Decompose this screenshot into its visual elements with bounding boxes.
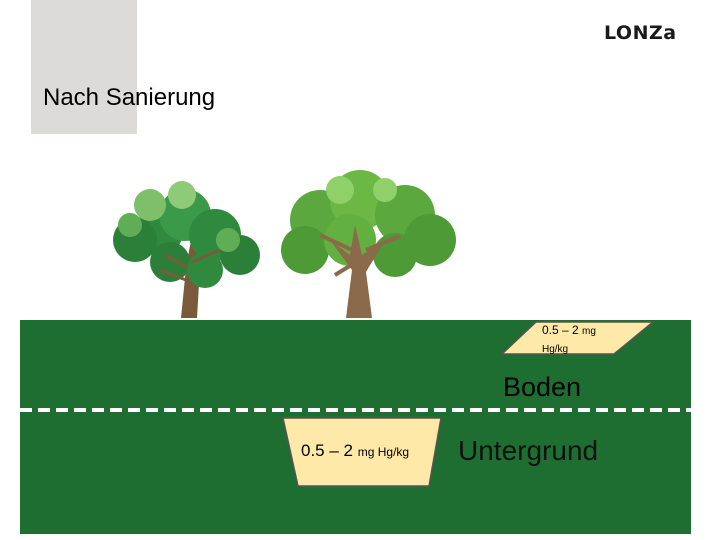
surface-patch-unit-mg: mg <box>582 326 596 337</box>
surface-patch-label: 0.5 – 2 mg Hg/kg <box>542 322 596 358</box>
subsoil-patch-label: 0.5 – 2 mg Hg/kg <box>301 441 409 461</box>
subsoil-patch-unit: mg Hg/kg <box>357 445 410 459</box>
tree-icon <box>113 181 260 318</box>
surface-contamination-patch <box>500 321 656 355</box>
lonza-logo: LONZa <box>604 22 677 44</box>
header-grey-block <box>31 0 137 134</box>
tree-icon <box>281 170 456 318</box>
subsoil-patch-value: 0.5 – 2 <box>301 441 353 460</box>
slide-title: Nach Sanierung <box>43 84 216 111</box>
subsoil-contamination-patch <box>282 417 442 487</box>
soil-layer-label: Boden <box>503 372 582 402</box>
surface-patch-unit-hgkg: Hg/kg <box>542 344 569 355</box>
surface-patch-value: 0.5 – 2 <box>542 323 579 337</box>
subsoil-layer-label: Untergrund <box>458 435 599 466</box>
